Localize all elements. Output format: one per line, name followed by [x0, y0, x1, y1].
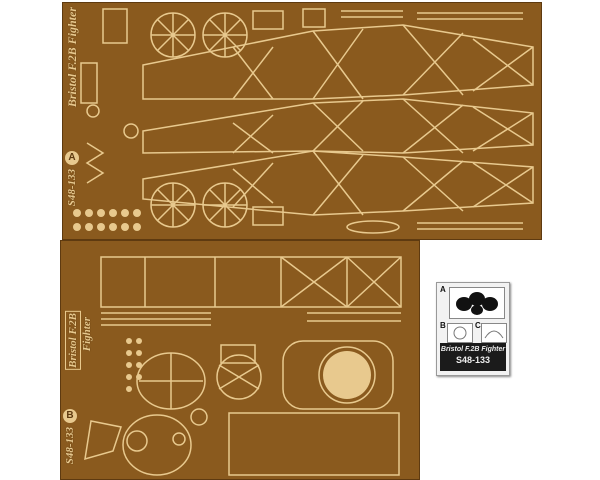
decal-part-c-shape [484, 330, 504, 339]
fret-a-parts [73, 8, 534, 234]
decal-part-a-shapes [456, 292, 498, 315]
decal-part-c [481, 323, 507, 343]
photo-etch-fret-b: Bristol F.2B Fighter B S48-133 [60, 240, 420, 480]
decal-card: A B C Bristol F.2B Fighter S48-133 [436, 282, 510, 376]
decal-label-a: A [440, 285, 446, 294]
decal-strip: Bristol F.2B Fighter S48-133 [440, 343, 506, 371]
fret-b-letter: B [63, 409, 77, 423]
decal-part-b-shape [453, 326, 467, 340]
decal-label-c: C [475, 321, 481, 330]
photo-etch-fret-a: Bristol F.2B Fighter A S48-133 [62, 2, 542, 240]
decal-title: Bristol F.2B Fighter [440, 346, 506, 353]
fret-b-code: S48-133 [64, 427, 76, 465]
decal-label-b: B [440, 321, 446, 330]
decal-code: S48-133 [455, 355, 491, 365]
fret-a-letter: A [65, 151, 79, 165]
fret-b-title-line1: Bristol F.2B [65, 311, 81, 370]
fret-a-code: S48-133 [66, 169, 78, 207]
decal-part-a [449, 287, 505, 319]
fret-b-title-line2: Fighter [81, 317, 93, 352]
fret-b-parts [84, 256, 402, 476]
fret-a-title: Bristol F.2B Fighter [65, 7, 79, 108]
decal-part-b [447, 323, 473, 343]
